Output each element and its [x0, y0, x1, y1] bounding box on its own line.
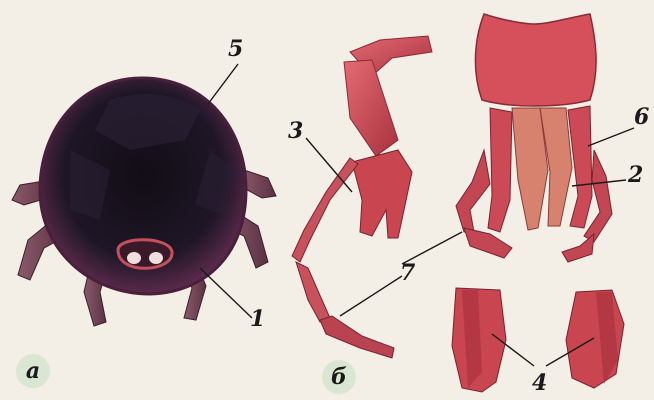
tick-mouthparts	[118, 240, 172, 269]
callout-2: 2	[628, 164, 643, 186]
callout-5: 5	[228, 38, 243, 60]
chelicera-side-view	[292, 36, 432, 358]
callout-6: 6	[634, 106, 649, 128]
tick-ventral-view	[12, 78, 276, 326]
callout-1: 1	[250, 308, 265, 330]
leader-7b	[340, 276, 402, 316]
leader-6	[588, 128, 634, 146]
panel-label-a: а	[16, 354, 50, 388]
callout-4: 4	[532, 372, 547, 394]
panel-label-b: б	[322, 360, 356, 394]
callout-3: 3	[288, 120, 303, 142]
leader-1	[200, 268, 252, 318]
mouthparts-dorsal-view	[456, 14, 612, 262]
leader-5	[208, 64, 238, 104]
basis-capituli	[475, 14, 596, 106]
callout-7: 7	[400, 262, 415, 284]
